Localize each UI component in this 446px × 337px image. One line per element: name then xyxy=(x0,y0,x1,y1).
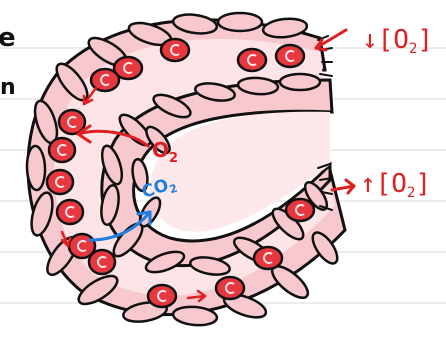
left-text-fragment-1: e xyxy=(0,23,16,53)
low-oxygen-label: ↓[O2] xyxy=(362,25,433,57)
high-oxygen-label: ↑[O2] xyxy=(360,169,431,201)
o2-subscript: 2 xyxy=(169,151,178,166)
left-text-fragment-2: n xyxy=(0,75,16,100)
